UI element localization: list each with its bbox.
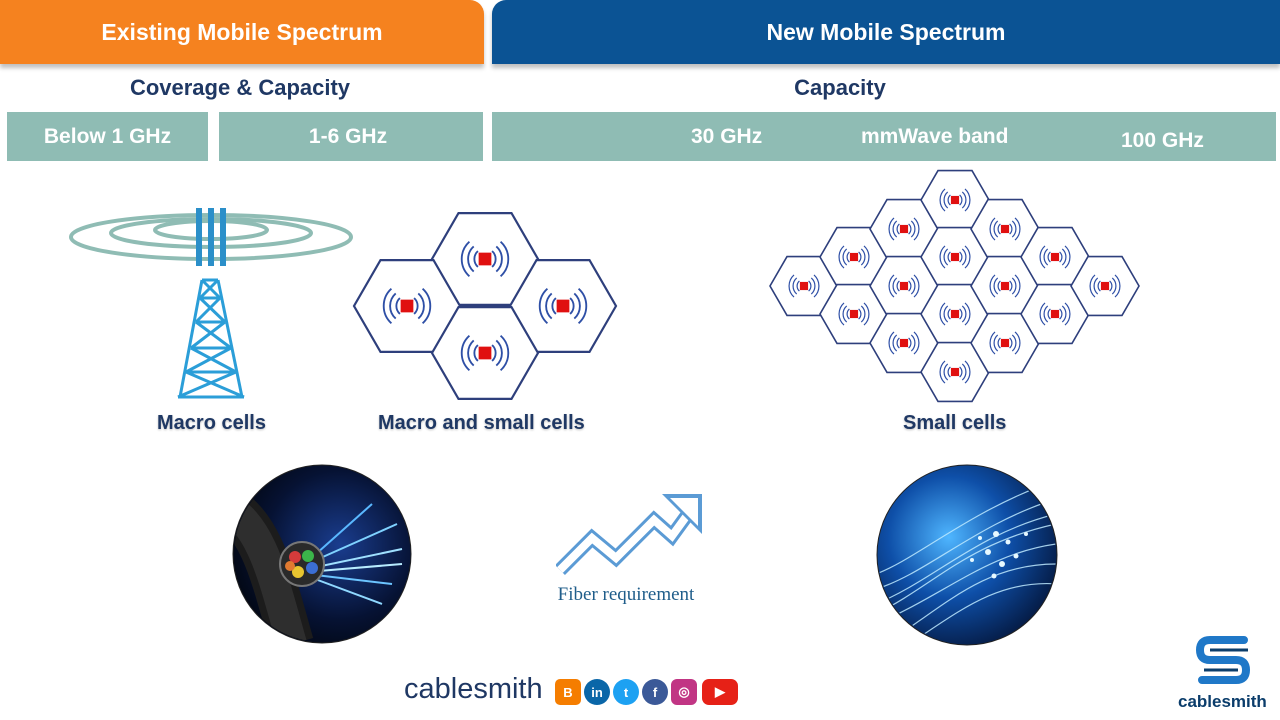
macro-tower-icon: [69, 208, 353, 399]
youtube-icon[interactable]: ▶: [702, 679, 738, 705]
band-below-1ghz: Below 1 GHz: [7, 112, 208, 161]
blogger-icon[interactable]: B: [555, 679, 581, 705]
cell-node-icon: [950, 252, 960, 262]
cell-node-icon: [556, 299, 570, 313]
band-1-6ghz: 1-6 GHz: [219, 112, 483, 161]
growth-arrow-icon: [556, 494, 702, 575]
existing-spectrum-tab: Existing Mobile Spectrum: [0, 0, 484, 64]
cell-node-icon: [950, 367, 960, 377]
cell-node-icon: [1050, 309, 1060, 319]
brand-wordmark: cablesmith: [404, 673, 543, 705]
small-cells-label: Small cells: [903, 412, 1007, 434]
cell-node-icon: [849, 252, 859, 262]
small-cell-13: [970, 312, 1040, 374]
fiber-cable-image: [232, 464, 412, 644]
cell-node-icon: [899, 338, 909, 348]
cell-node-icon: [1000, 224, 1010, 234]
cell-node-icon: [950, 309, 960, 319]
fiber-requirement-label: Fiber requirement: [557, 584, 695, 605]
small-cell-7: [920, 169, 990, 231]
cell-node-icon: [899, 281, 909, 291]
cell-node-icon: [400, 299, 414, 313]
facebook-icon[interactable]: f: [642, 679, 668, 705]
cell-node-icon: [1000, 338, 1010, 348]
cell-node-icon: [899, 224, 909, 234]
twitter-icon[interactable]: t: [613, 679, 639, 705]
band-below-1ghz-label: Below 1 GHz: [43, 125, 172, 148]
cell-node-icon: [849, 309, 859, 319]
band-100ghz-label: 100 GHz: [1121, 129, 1204, 152]
cell-node-icon: [478, 252, 492, 266]
cell-node-icon: [1050, 252, 1060, 262]
linkedin-icon[interactable]: in: [584, 679, 610, 705]
instagram-icon[interactable]: ◎: [671, 679, 697, 705]
band-mmwave: 30 GHz mmWave band 100 GHz: [492, 112, 1276, 161]
cell-node-icon: [950, 195, 960, 205]
macro-cells-label: Macro cells: [157, 412, 266, 434]
macro-small-cell-2: [352, 259, 462, 353]
macro-small-cell-4: [430, 306, 540, 400]
cell-node-icon: [1100, 281, 1110, 291]
band-1-6ghz-label: 1-6 GHz: [308, 125, 388, 148]
cell-node-icon: [1000, 281, 1010, 291]
small-cell-16: [1070, 255, 1140, 317]
band-30ghz-label: 30 GHz: [691, 125, 763, 148]
cablesmith-logo-text: cablesmith: [1178, 692, 1267, 711]
cell-node-icon: [799, 281, 809, 291]
fiber-bundle-image: [876, 464, 1058, 646]
macro-small-cells-label: Macro and small cells: [378, 412, 585, 434]
capacity-heading: Capacity: [794, 75, 886, 100]
cell-node-icon: [478, 346, 492, 360]
coverage-capacity-heading: Coverage & Capacity: [129, 75, 351, 100]
cablesmith-logo-icon: [1196, 636, 1251, 684]
band-mmwave-label: mmWave band: [861, 125, 1009, 148]
new-spectrum-tab: New Mobile Spectrum: [492, 0, 1280, 64]
small-cell-5: [869, 255, 939, 317]
